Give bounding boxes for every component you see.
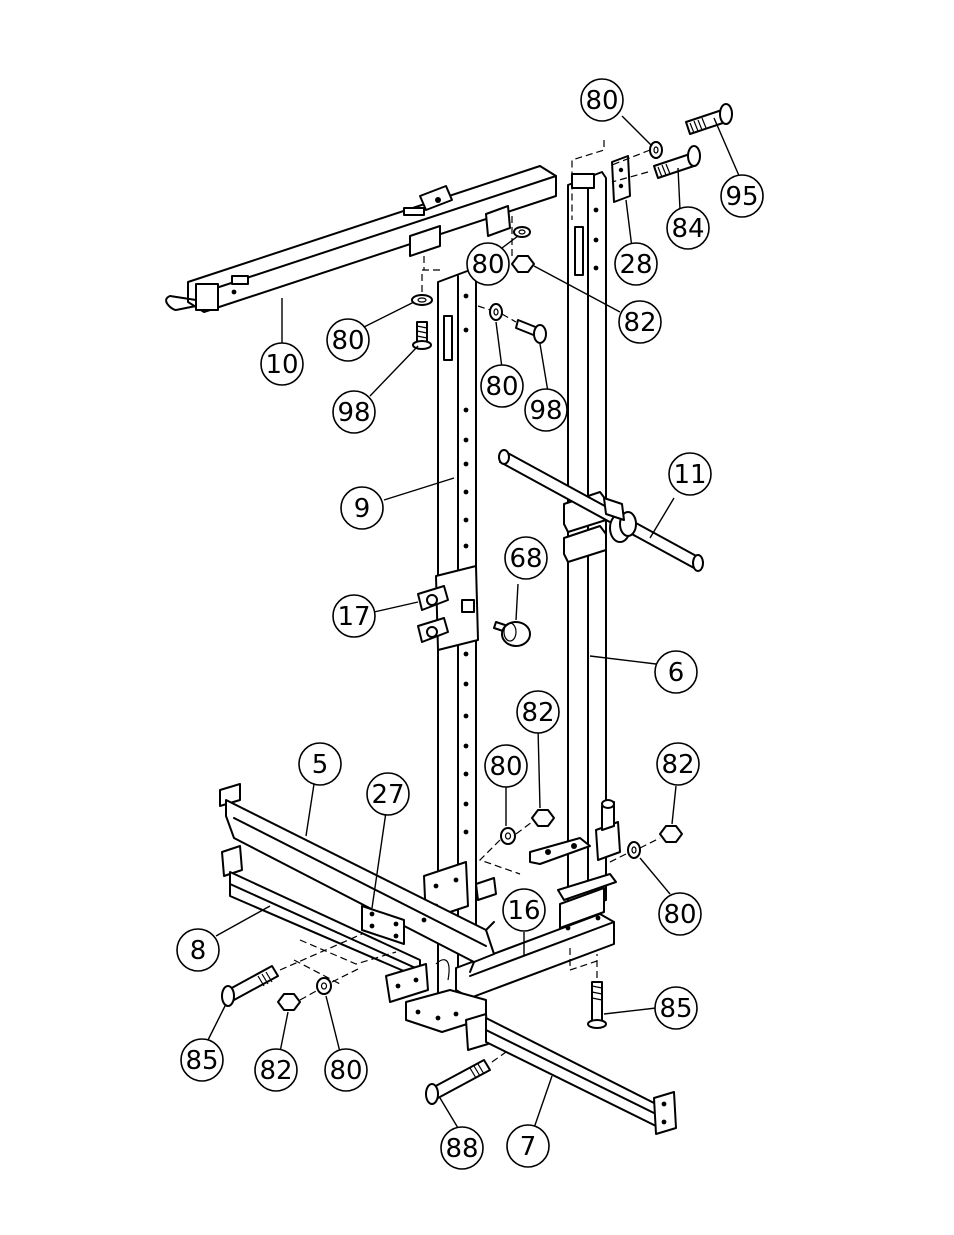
- callout-6: 6: [655, 651, 697, 693]
- svg-text:27: 27: [371, 780, 404, 810]
- callout-11: 11: [669, 453, 711, 495]
- part-80-washer-top: [650, 142, 662, 158]
- svg-text:28: 28: [619, 250, 652, 280]
- svg-text:85: 85: [185, 1046, 218, 1076]
- svg-text:80: 80: [331, 326, 364, 356]
- svg-text:80: 80: [329, 1056, 362, 1086]
- part-68-knob: [494, 622, 530, 646]
- callout-80-bottom: 80: [325, 1049, 367, 1091]
- part-82-nut-mid: [532, 810, 554, 826]
- part-10-top-arm: [166, 166, 556, 312]
- svg-text:9: 9: [354, 494, 371, 524]
- svg-text:8: 8: [190, 936, 207, 966]
- callout-80-center: 80: [481, 365, 523, 407]
- part-80-washer-center: [490, 304, 502, 320]
- callout-95: 95: [721, 175, 763, 217]
- part-80-washer-bottom: [317, 978, 331, 994]
- part-98-bolt-center: [516, 320, 546, 343]
- callout-17: 17: [333, 595, 375, 637]
- svg-text:98: 98: [337, 398, 370, 428]
- part-80-washer-right: [628, 842, 640, 858]
- svg-text:6: 6: [668, 658, 685, 688]
- callout-98-center: 98: [525, 389, 567, 431]
- svg-text:82: 82: [623, 308, 656, 338]
- callout-80-right: 80: [659, 893, 701, 935]
- callout-82-bottom: 82: [255, 1049, 297, 1091]
- svg-text:11: 11: [673, 460, 706, 490]
- callout-88: 88: [441, 1127, 483, 1169]
- callout-85-left: 85: [181, 1039, 223, 1081]
- callout-16: 16: [503, 889, 545, 931]
- part-98-bolt-left: [413, 322, 431, 349]
- callout-28: 28: [615, 243, 657, 285]
- part-80-washer-mid: [501, 828, 515, 844]
- callout-9: 9: [341, 487, 383, 529]
- callout-98-left: 98: [333, 391, 375, 433]
- svg-text:88: 88: [445, 1134, 478, 1164]
- part-95-bolt: [686, 104, 732, 134]
- part-85-bolt-left: [222, 966, 278, 1006]
- svg-text:17: 17: [337, 602, 370, 632]
- part-17-bracket: [418, 566, 478, 650]
- svg-text:7: 7: [520, 1132, 537, 1162]
- callout-84: 84: [667, 207, 709, 249]
- svg-text:16: 16: [507, 896, 540, 926]
- callout-7: 7: [507, 1125, 549, 1167]
- callout-82-right: 82: [657, 743, 699, 785]
- callout-27: 27: [367, 773, 409, 815]
- callout-10: 10: [261, 343, 303, 385]
- part-80-washer-left: [412, 295, 432, 305]
- svg-text:10: 10: [265, 350, 298, 380]
- svg-text:82: 82: [259, 1056, 292, 1086]
- part-7-foot: [466, 1014, 676, 1134]
- callout-80-mid: 80: [485, 745, 527, 787]
- svg-text:80: 80: [663, 900, 696, 930]
- svg-text:80: 80: [471, 250, 504, 280]
- svg-text:95: 95: [725, 182, 758, 212]
- svg-text:82: 82: [661, 750, 694, 780]
- callout-5: 5: [299, 743, 341, 785]
- callout-8: 8: [177, 929, 219, 971]
- svg-text:68: 68: [509, 544, 542, 574]
- svg-text:80: 80: [485, 372, 518, 402]
- callout-80-upper-mid: 80: [467, 243, 509, 285]
- svg-text:5: 5: [312, 750, 329, 780]
- svg-text:98: 98: [529, 396, 562, 426]
- svg-text:80: 80: [585, 86, 618, 116]
- part-85-bolt-right: [588, 982, 606, 1028]
- part-80-washer-upper: [514, 227, 530, 237]
- svg-text:82: 82: [521, 698, 554, 728]
- callout-85-right: 85: [655, 987, 697, 1029]
- svg-text:85: 85: [659, 994, 692, 1024]
- callout-80-top: 80: [581, 79, 623, 121]
- callout-82-mid: 82: [517, 691, 559, 733]
- svg-text:84: 84: [671, 214, 704, 244]
- callout-82-upper: 82: [619, 301, 661, 343]
- part-82-nut-upper: [512, 256, 534, 272]
- part-88-bolt: [426, 1060, 490, 1104]
- part-82-nut-bottom: [278, 994, 300, 1010]
- callout-80-left: 80: [327, 319, 369, 361]
- callout-68: 68: [505, 537, 547, 579]
- svg-text:80: 80: [489, 752, 522, 782]
- part-82-nut-right: [660, 826, 682, 842]
